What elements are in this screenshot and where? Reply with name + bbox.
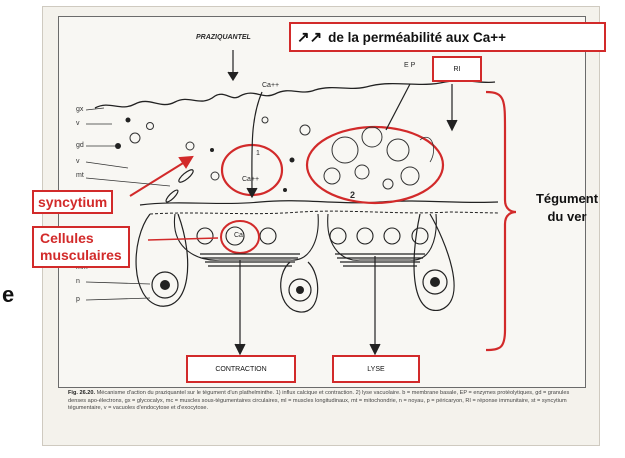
permeability-callout: ↗↗ de la perméabilité aux Ca++ — [289, 22, 606, 52]
ion-label-muscle: Ca — [234, 232, 243, 239]
muscle-striations — [200, 253, 425, 267]
caption-ref: Fig. 26.20. — [68, 390, 96, 396]
contraction-box: CONTRACTION — [186, 355, 296, 383]
permeability-text: de la perméabilité aux Ca++ — [328, 29, 506, 45]
ri-label: RI — [453, 65, 461, 73]
muscle-contraction-circle — [220, 220, 260, 254]
syncytium-pointer — [129, 155, 194, 197]
left-label-v: v — [76, 120, 80, 127]
muscle-cells-label: Cellules musculaires — [32, 226, 130, 268]
number-1: 1 — [256, 150, 260, 157]
figure-caption: Fig. 26.20. Mécanisme d'action du praziq… — [68, 390, 578, 413]
label-leaders — [85, 107, 171, 301]
lyse-label: LYSE — [367, 365, 385, 373]
dense-granules — [115, 117, 295, 192]
nuclei — [160, 277, 440, 294]
left-label-mt: mt — [76, 172, 84, 179]
ion-label-inside: Ca++ — [242, 176, 260, 183]
mitochondria — [165, 169, 194, 203]
edge-letter: e — [2, 282, 15, 307]
left-label-p: p — [76, 296, 80, 303]
lysis-vacuoles — [323, 126, 420, 190]
muscle-pointer — [147, 237, 219, 241]
ri-box: RI — [432, 56, 482, 82]
muscle-cells — [173, 213, 437, 261]
left-label-gd: gd — [76, 142, 84, 149]
syncytium-boundary — [139, 200, 499, 206]
tegument-bracket — [485, 90, 517, 352]
syncytium-label: syncytium — [32, 190, 114, 214]
lyse-box: LYSE — [332, 355, 420, 383]
vacuoles — [129, 116, 311, 181]
tegument-label: Tégument du ver — [535, 191, 599, 224]
ion-label: Ca++ — [262, 82, 280, 89]
left-label-gx: gx — [76, 106, 84, 113]
pericaryon-cells — [135, 213, 455, 313]
left-label-n: n — [76, 278, 80, 285]
left-label-v2: v — [76, 158, 80, 165]
basal-membrane — [149, 210, 499, 215]
number-2: 2 — [350, 190, 356, 200]
flow-arrows — [227, 50, 458, 356]
caption-text: Mécanisme d'action du praziquantel sur l… — [68, 390, 570, 412]
tegument-surface — [94, 79, 496, 109]
drug-label: PRAZIQUANTEL — [196, 34, 251, 41]
ep-label: E P — [404, 62, 416, 69]
up-arrows-icon: ↗↗ — [297, 29, 323, 46]
contraction-label: CONTRACTION — [215, 365, 267, 373]
